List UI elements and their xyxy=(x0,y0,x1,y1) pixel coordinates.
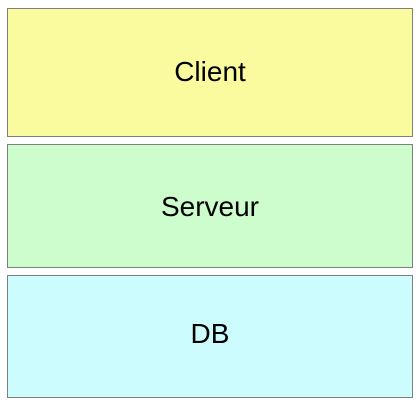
layer-serveur: Serveur xyxy=(7,144,413,268)
layer-db: DB xyxy=(7,275,413,398)
layer-client-label: Client xyxy=(174,55,246,87)
layer-serveur-label: Serveur xyxy=(160,191,260,222)
layer-client: Client xyxy=(7,8,413,137)
layer-db-label: DB xyxy=(190,317,230,349)
